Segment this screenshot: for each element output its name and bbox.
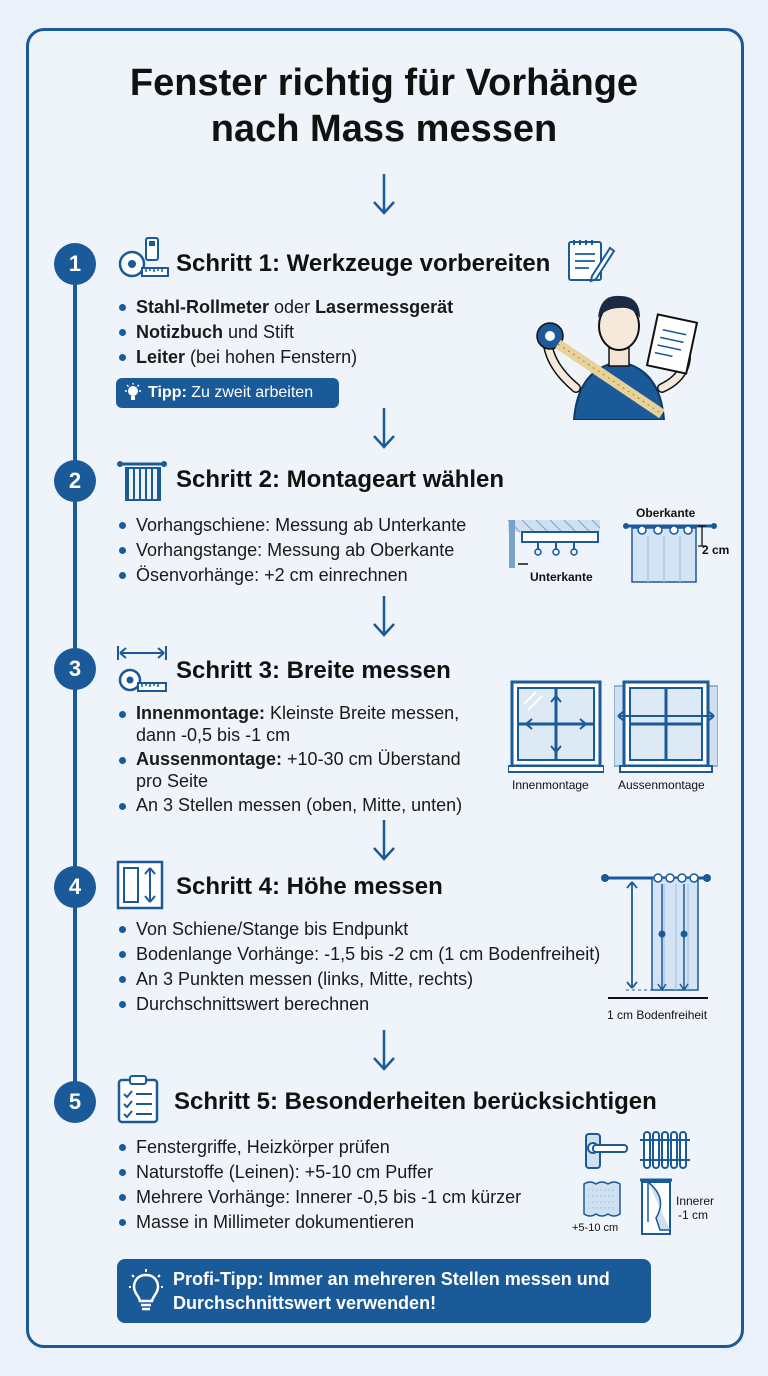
profi-tip-line-1: Profi-Tipp: Immer an mehreren Stellen me… (173, 1269, 610, 1289)
down-arrow-icon (373, 1030, 395, 1071)
down-arrow-icon (373, 408, 395, 449)
label-aussenmontage: Aussenmontage (618, 778, 705, 792)
title-line-2: nach Mass messen (210, 108, 558, 150)
list-item: Vorhangstange: Messung ab Oberkante (118, 538, 508, 563)
tip-label: Tipp: (148, 384, 187, 401)
list-item: An 3 Stellen messen (oben, Mitte, unten) (118, 794, 490, 816)
step-number-5: 5 (54, 1081, 96, 1123)
down-arrow-icon (373, 820, 395, 861)
list-item: Innenmontage: Kleinste Breite messen, da… (118, 702, 490, 746)
down-arrow-icon (373, 174, 395, 215)
step-title-2: Schritt 2: Montageart wählen (176, 466, 505, 493)
down-arrow-icon (373, 596, 395, 637)
fabric-swatch-icon (583, 1181, 621, 1217)
list-item: Ösenvorhänge: +2 cm einrechnen (118, 563, 508, 588)
height-measure-icon (116, 860, 164, 910)
outside-mount-window-illustration (614, 680, 718, 773)
step-3-list: Innenmontage: Kleinste Breite messen, da… (118, 702, 490, 816)
list-item: Bodenlange Vorhänge: -1,5 bis -2 cm (1 c… (118, 942, 638, 967)
title-line-1: Fenster richtig für Vorhänge (129, 62, 639, 104)
label-minus-one-cm: -1 cm (678, 1208, 708, 1222)
list-item: Vorhangschiene: Messung ab Unterkante (118, 513, 508, 538)
list-item: Mehrere Vorhänge: Innerer -0,5 bis -1 cm… (118, 1185, 558, 1210)
step-title-3: Schritt 3: Breite messen (176, 657, 451, 684)
step-title-1: Schritt 1: Werkzeuge vorbereiten (176, 250, 551, 277)
profi-tip-box: Profi-Tipp: Immer an mehreren Stellen me… (117, 1259, 651, 1323)
label-bodenfreiheit: 1 cm Bodenfreiheit (607, 1008, 708, 1022)
label-two-cm: 2 cm (702, 543, 730, 557)
step-2-list: Vorhangschiene: Messung ab Unterkante Vo… (118, 513, 508, 588)
layered-curtains-icon (640, 1178, 672, 1235)
list-item: Stahl-Rollmeter oder Lasermessgerät (118, 295, 528, 320)
list-item: Von Schiene/Stange bis Endpunkt (118, 917, 638, 942)
radiator-icon (640, 1131, 690, 1169)
list-item: An 3 Punkten messen (links, Mitte, recht… (118, 967, 638, 992)
list-item: Masse in Millimeter dokumentieren (118, 1210, 558, 1235)
step-4-list: Von Schiene/Stange bis Endpunkt Bodenlan… (118, 917, 638, 1017)
list-item: Notizbuch und Stift (118, 320, 528, 345)
step-number-3: 3 (54, 648, 96, 690)
label-oberkante: Oberkante (636, 506, 696, 520)
label-puffer: +5-10 cm (572, 1222, 619, 1234)
lightbulb-icon (125, 383, 141, 400)
step-1-list: Stahl-Rollmeter oder Lasermessgerät Noti… (118, 295, 528, 370)
notepad-pencil-icon (568, 240, 616, 283)
profi-tip-line-2: Durchschnittswert verwenden! (173, 1293, 437, 1313)
step-5-list: Fenstergriffe, Heizkörper prüfen Naturst… (118, 1135, 558, 1235)
tip-badge: Tipp: Zu zweit arbeiten (116, 378, 339, 408)
step-number-2: 2 (54, 460, 96, 502)
list-item: Leiter (bei hohen Fenstern) (118, 345, 528, 370)
step-title-4: Schritt 4: Höhe messen (176, 873, 443, 900)
label-innerer: Innerer (676, 1194, 715, 1208)
inside-mount-window-illustration (508, 680, 604, 773)
checklist-clipboard-icon (117, 1075, 159, 1124)
label-innenmontage: Innenmontage (512, 778, 589, 792)
step-number-4: 4 (54, 866, 96, 908)
grommet-curtain-illustration (623, 523, 717, 583)
list-item: Durchschnittswert berechnen (118, 992, 638, 1017)
width-measure-icon (117, 646, 167, 692)
window-handle-icon (585, 1133, 628, 1169)
list-item: Naturstoffe (Leinen): +5-10 cm Puffer (118, 1160, 558, 1185)
lightbulb-icon (129, 1269, 163, 1311)
curtain-height-illustration (601, 873, 711, 999)
page-title: Fenster richtig für Vorhänge nach Mass m… (0, 60, 768, 152)
curtain-track-illustration (508, 519, 600, 568)
step-number-1: 1 (54, 243, 96, 285)
label-unterkante: Unterkante (530, 570, 593, 584)
person-measuring-illustration (536, 295, 699, 420)
tape-measure-icon (118, 237, 169, 278)
step-title-5: Schritt 5: Besonderheiten berücksichtige… (174, 1088, 657, 1115)
list-item: Fenstergriffe, Heizkörper prüfen (118, 1135, 558, 1160)
list-item: Aussenmontage: +10-30 cm Überstand pro S… (118, 748, 490, 792)
tip-text: Zu zweit arbeiten (186, 384, 314, 401)
curtain-rod-icon (117, 461, 167, 501)
